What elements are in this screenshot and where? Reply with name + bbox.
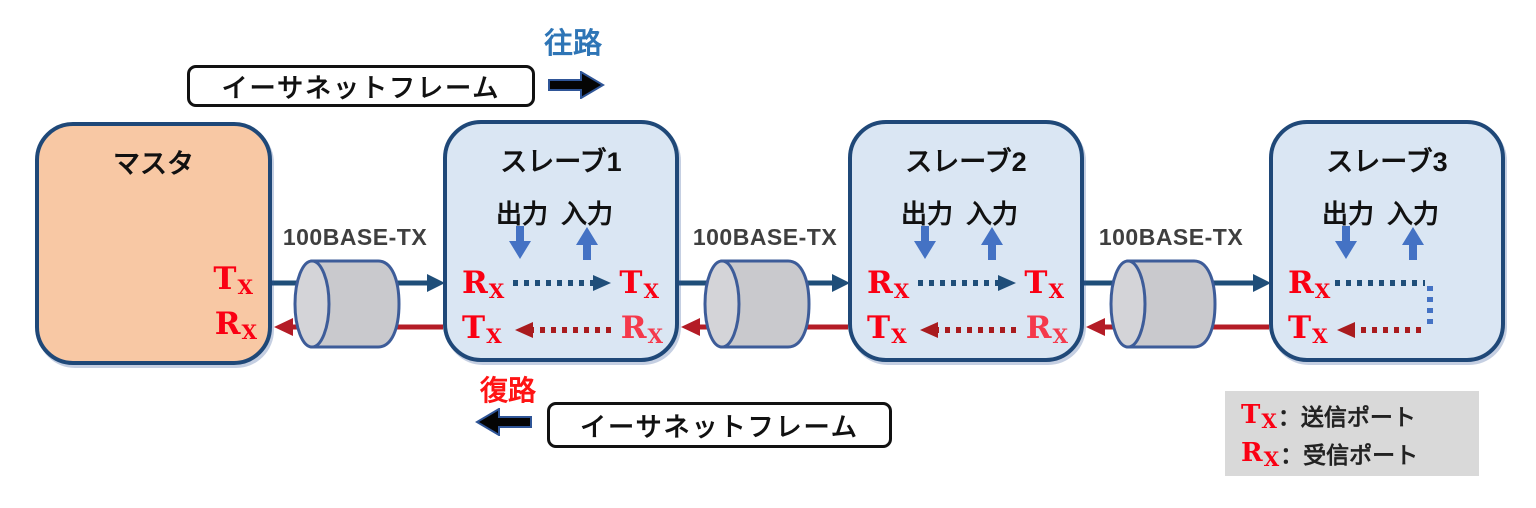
ethernet-frame-box-top: イーサネットフレーム — [187, 65, 535, 107]
slave1-output-label: 出力 — [495, 199, 548, 229]
slave2-tx-return-port-label: TX — [867, 310, 907, 348]
ethernet-frame-label-bottom: イーサネットフレーム — [580, 411, 859, 442]
output-down-arrow-icon — [1335, 226, 1357, 259]
return-dotted-arrowhead-icon — [920, 322, 938, 338]
slave1-title: スレーブ1 — [500, 147, 622, 177]
slave3-output-label: 出力 — [1321, 199, 1374, 229]
slave3-input-label: 入力 — [1386, 199, 1439, 229]
master-rx-port-label: RX — [214, 306, 257, 344]
outbound-right-arrow-icon — [548, 71, 605, 99]
slave2-title: スレーブ2 — [905, 147, 1027, 177]
input-up-arrow-icon — [981, 227, 1003, 260]
master-title: マスタ — [113, 149, 194, 179]
forward-arrowhead-icon — [427, 274, 445, 292]
slave3-rx-in-port-label: RX — [1288, 265, 1331, 303]
return-arrowhead-icon — [274, 318, 293, 336]
forward-dotted-arrowhead-icon — [998, 275, 1016, 291]
slave1-tx-return-port-label: TX — [462, 310, 502, 348]
master-box: マスタ TX RX — [35, 122, 272, 365]
slave1-rx-return-port-label: RX — [620, 310, 663, 348]
slave1-input-label: 入力 — [560, 199, 613, 229]
forward-arrowhead-icon — [832, 274, 850, 292]
outbound-route-label: 往路 — [543, 28, 602, 60]
return-dotted-arrowhead-icon — [1337, 322, 1355, 338]
cable1-label: 100BASE-TX — [282, 224, 428, 250]
input-up-arrow-icon — [1402, 227, 1424, 260]
slave2-output-label: 出力 — [900, 199, 953, 229]
return-left-arrow-icon — [475, 408, 532, 436]
slave1-rx-in-port-label: RX — [462, 265, 505, 303]
cable2-label: 100BASE-TX — [692, 224, 838, 250]
return-dotted-arrowhead-icon — [515, 322, 533, 338]
cable3-label: 100BASE-TX — [1098, 224, 1244, 250]
slave2-rx-in-port-label: RX — [867, 265, 910, 303]
slave2-input-label: 入力 — [965, 199, 1018, 229]
return-route-label: 復路 — [479, 375, 536, 406]
output-down-arrow-icon — [914, 226, 936, 259]
cable-cylinder-3 — [1109, 259, 1217, 349]
forward-arrowhead-icon — [1253, 274, 1271, 292]
slave3-title: スレーブ3 — [1326, 147, 1448, 177]
forward-dotted-arrowhead-icon — [593, 275, 611, 291]
slave2-box: スレーブ2 出力 入力 RX TX TX RX — [848, 120, 1084, 362]
ethernet-frame-box-bottom: イーサネットフレーム — [547, 402, 892, 448]
slave1-box: スレーブ1 出力 入力 RX TX TX RX — [443, 120, 679, 362]
output-down-arrow-icon — [509, 226, 531, 259]
legend-row-rx: RX ：受信ポート — [1241, 434, 1479, 472]
cable-cylinder-2 — [703, 259, 811, 349]
slave3-tx-return-port-label: TX — [1288, 310, 1328, 348]
legend-tx-port-label: TX — [1241, 400, 1277, 433]
slave3-box: スレーブ3 出力 入力 RX TX — [1269, 120, 1505, 362]
return-arrowhead-icon — [1086, 318, 1105, 336]
legend-tx-description: ：送信ポート — [1277, 404, 1416, 430]
legend-rx-port-label: RX — [1241, 438, 1280, 471]
slave1-tx-out-port-label: TX — [619, 265, 659, 303]
input-up-arrow-icon — [576, 227, 598, 260]
legend-row-tx: TX ：送信ポート — [1241, 396, 1479, 434]
slave2-tx-out-port-label: TX — [1024, 265, 1064, 303]
slave2-rx-return-port-label: RX — [1025, 310, 1068, 348]
legend-rx-description: ：受信ポート — [1280, 442, 1419, 468]
cable-cylinder-1 — [293, 259, 401, 349]
legend-box: TX ：送信ポート RX ：受信ポート — [1225, 391, 1479, 476]
master-tx-port-label: TX — [213, 261, 253, 299]
return-arrowhead-icon — [681, 318, 700, 336]
ethernet-frame-label-top: イーサネットフレーム — [221, 72, 501, 103]
